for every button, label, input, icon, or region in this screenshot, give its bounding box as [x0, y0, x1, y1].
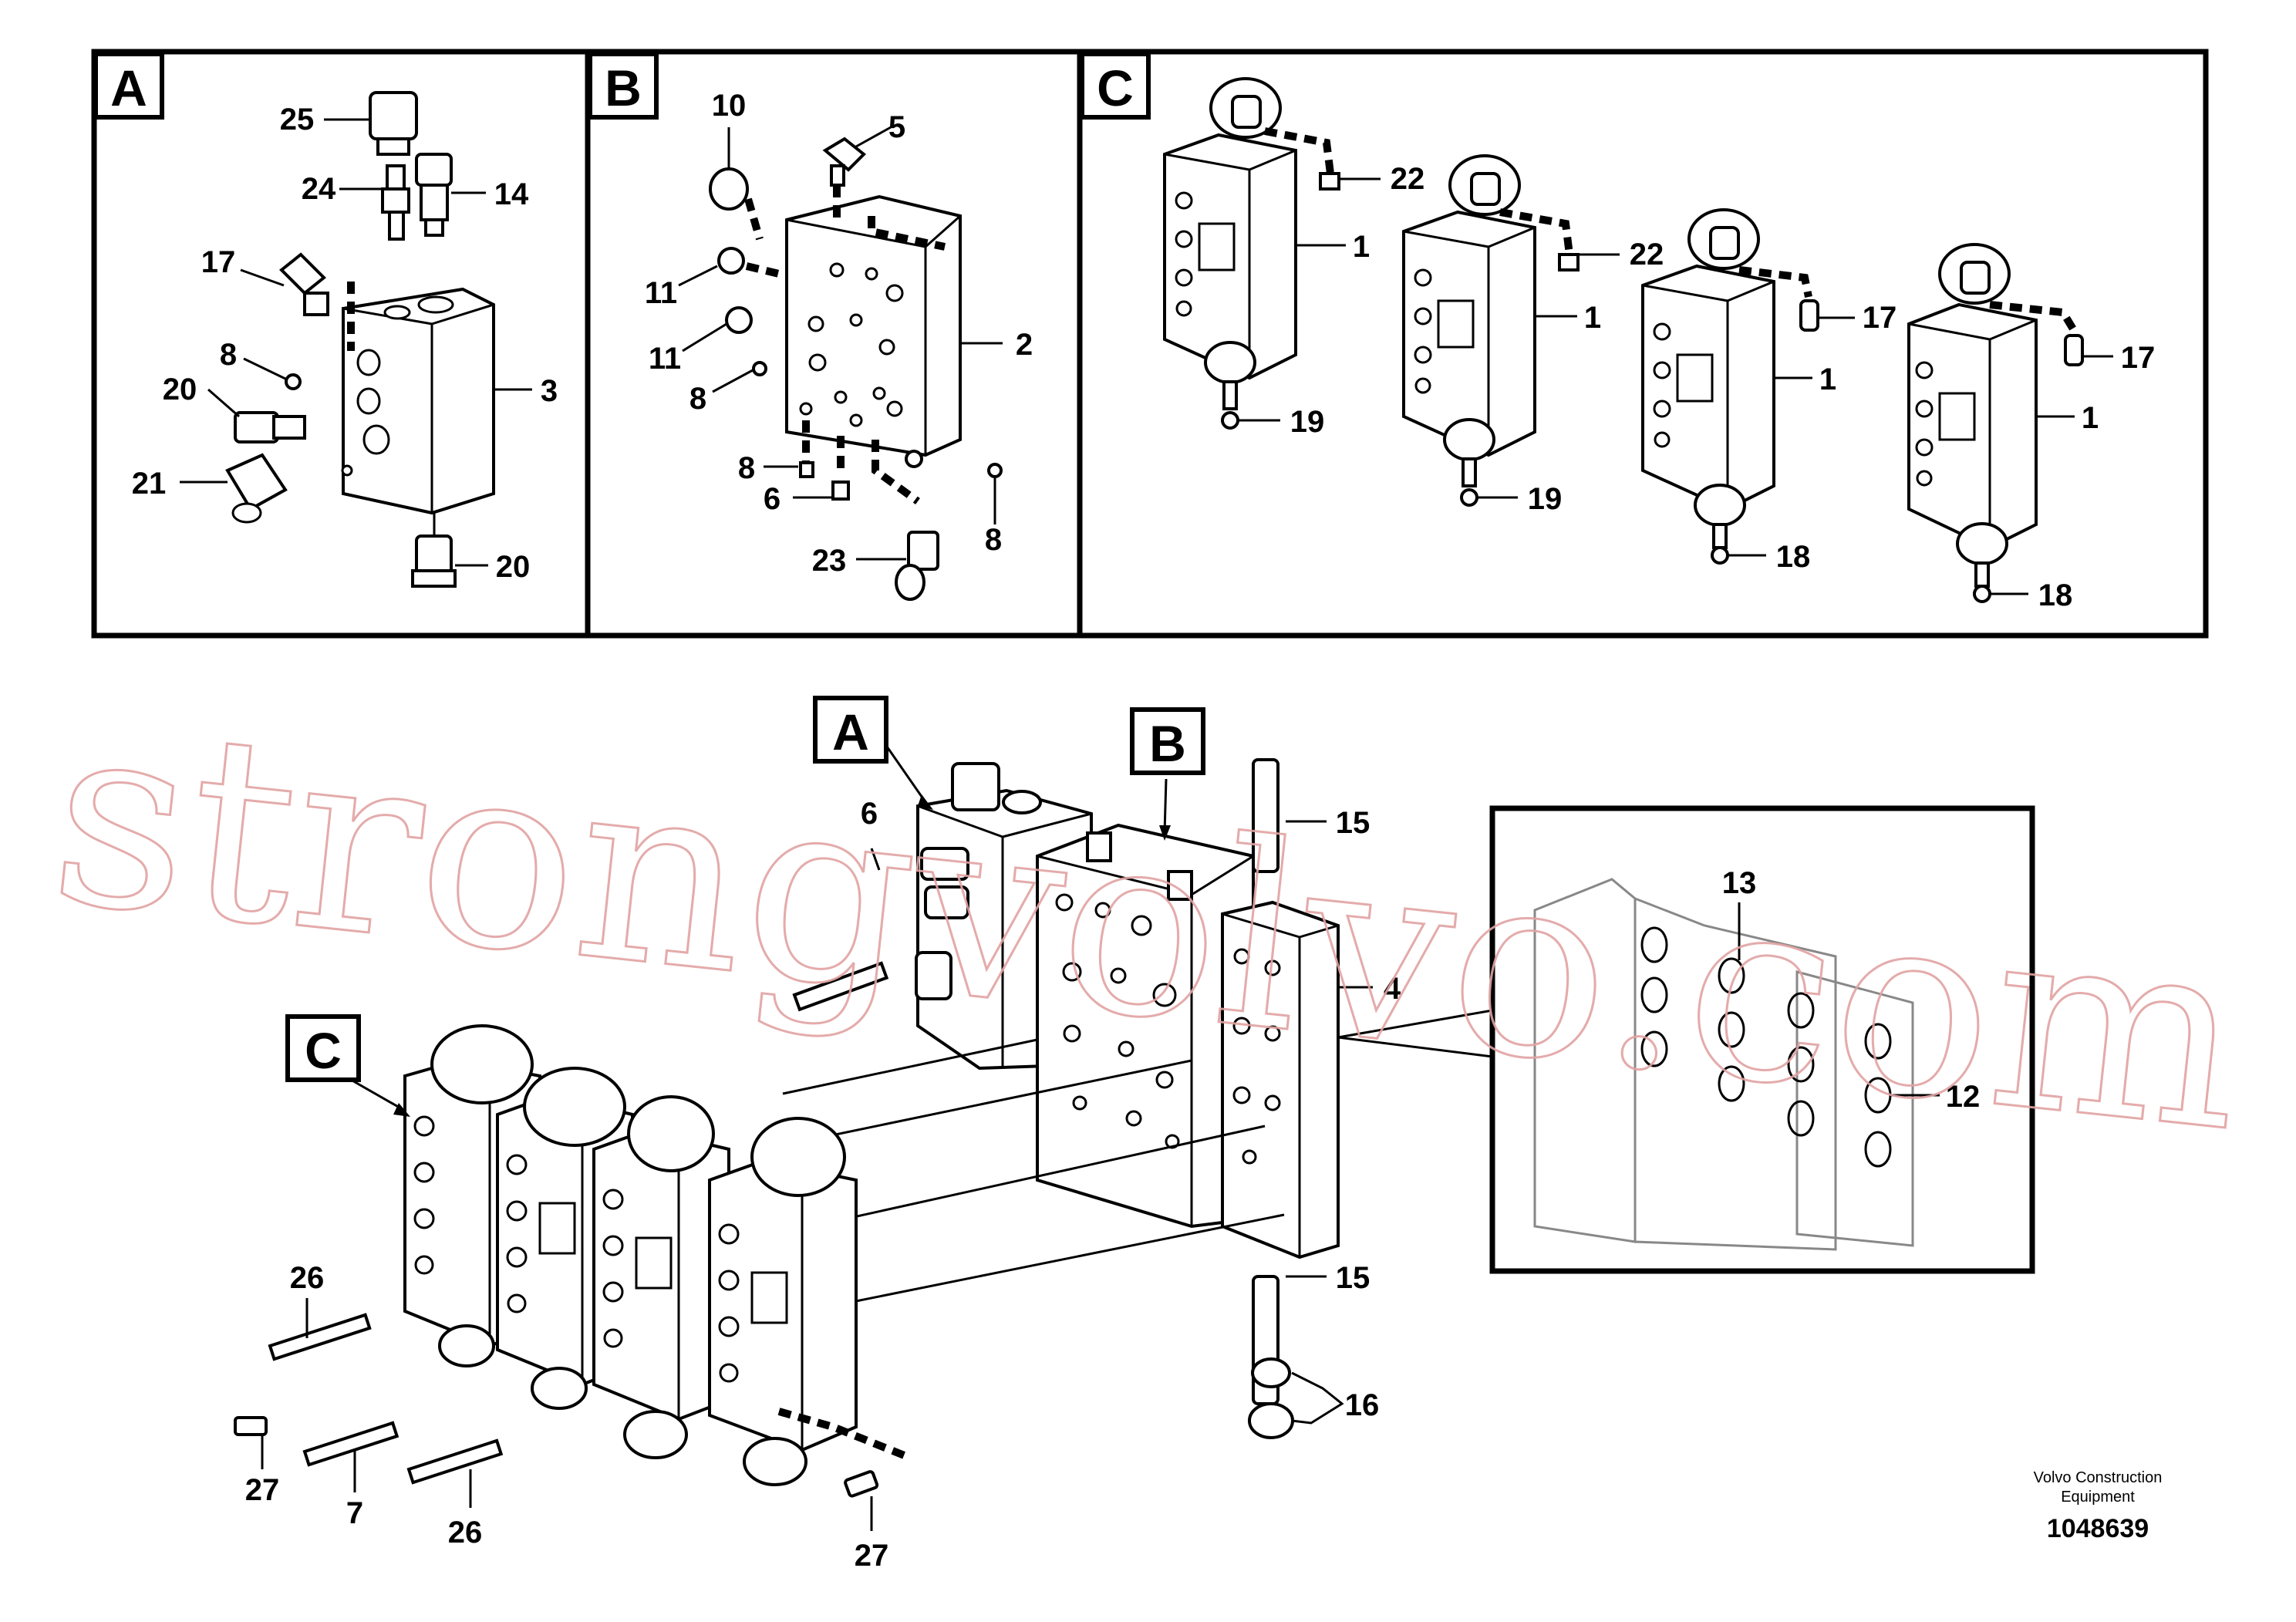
- part-label: 19: [1290, 405, 1325, 439]
- part-label: 5: [888, 110, 905, 144]
- panel-b-drawing: [678, 126, 1003, 601]
- part-label: 10: [712, 89, 747, 123]
- part-label: 8: [738, 451, 755, 485]
- part-label: 17: [1863, 301, 1897, 335]
- assembly-tag-c: C: [285, 1014, 361, 1082]
- part-label: 22: [1630, 238, 1664, 271]
- valve-section: [1402, 154, 1580, 507]
- part-label: 27: [245, 1473, 280, 1507]
- part-label: 27: [855, 1539, 889, 1573]
- assembly-tag-c-letter: C: [305, 1022, 342, 1079]
- part-label: 11: [645, 276, 677, 310]
- panel-a-labels: 25 24 14 17 8 20 21 3 20: [132, 103, 558, 584]
- panel-b-tag: B: [588, 52, 659, 120]
- part-label: 19: [1528, 482, 1563, 516]
- oring-detail-inset: [1337, 805, 2035, 1274]
- drawing-number: 1048639: [2047, 1514, 2149, 1543]
- assembly-tag-a: A: [813, 696, 888, 764]
- panel-a-letter: A: [110, 59, 147, 116]
- part-label: 26: [290, 1261, 325, 1295]
- panel-c-tag: C: [1080, 52, 1151, 120]
- part-label: 17: [201, 245, 236, 279]
- panel-b-letter: B: [605, 59, 642, 116]
- part-label: 17: [2121, 341, 2156, 375]
- part-label: 4: [1384, 972, 1401, 1006]
- part-label: 20: [163, 373, 197, 406]
- part-label: 6: [861, 797, 878, 831]
- part-label: 2: [1016, 328, 1033, 362]
- part-label: 7: [346, 1496, 363, 1530]
- part-label: 21: [132, 467, 167, 501]
- part-label: 25: [280, 103, 315, 137]
- footer-company-line1: Volvo Construction: [2034, 1469, 2163, 1486]
- part-label: 22: [1391, 162, 1425, 196]
- main-assembly: [234, 746, 1373, 1531]
- part-label: 1: [1584, 301, 1601, 335]
- part-label: 20: [496, 550, 531, 584]
- part-label: 1: [1353, 230, 1370, 264]
- part-label: 15: [1336, 1261, 1371, 1295]
- panel-c-labels: 22 1 19 22 1 19 17 1 18 17 1 18: [1290, 162, 2156, 612]
- panel-c-drawing: [1163, 77, 2113, 603]
- part-label: 11: [649, 342, 681, 376]
- part-label: 1: [2082, 401, 2099, 435]
- valve-section: [1641, 208, 1819, 565]
- part-label: 14: [494, 177, 529, 211]
- panel-a-tag: A: [93, 52, 164, 120]
- part-label: 24: [302, 172, 336, 206]
- part-label: 6: [764, 482, 781, 516]
- part-label: 8: [689, 382, 706, 416]
- panel-c-letter: C: [1097, 59, 1134, 116]
- part-label: 3: [541, 374, 558, 408]
- part-label: 18: [1776, 540, 1811, 574]
- valve-section: [1163, 77, 1340, 430]
- part-label: 26: [448, 1516, 483, 1549]
- part-label: 12: [1946, 1080, 1981, 1114]
- panel-b-labels: 10 5 11 11 8 2 8 6 23 8: [645, 89, 1033, 578]
- assembly-tag-a-letter: A: [832, 703, 869, 760]
- panel-a-drawing: [180, 91, 532, 588]
- part-label: 1: [1819, 363, 1836, 396]
- valve-section: [1907, 243, 2084, 603]
- part-label: 8: [220, 338, 237, 372]
- footer-company-line2: Equipment: [2061, 1489, 2135, 1506]
- part-label: 8: [985, 523, 1002, 557]
- assembly-labels: 6 15 4 13 12 15 16 26 27 7 26 27: [245, 797, 1981, 1573]
- part-label: 18: [2038, 578, 2073, 612]
- assembly-tag-b: B: [1130, 707, 1205, 775]
- part-label: 15: [1336, 806, 1371, 840]
- part-label: 16: [1345, 1388, 1380, 1422]
- assembly-tag-b-letter: B: [1149, 715, 1186, 772]
- part-label: 23: [812, 544, 847, 578]
- part-label: 13: [1722, 866, 1757, 900]
